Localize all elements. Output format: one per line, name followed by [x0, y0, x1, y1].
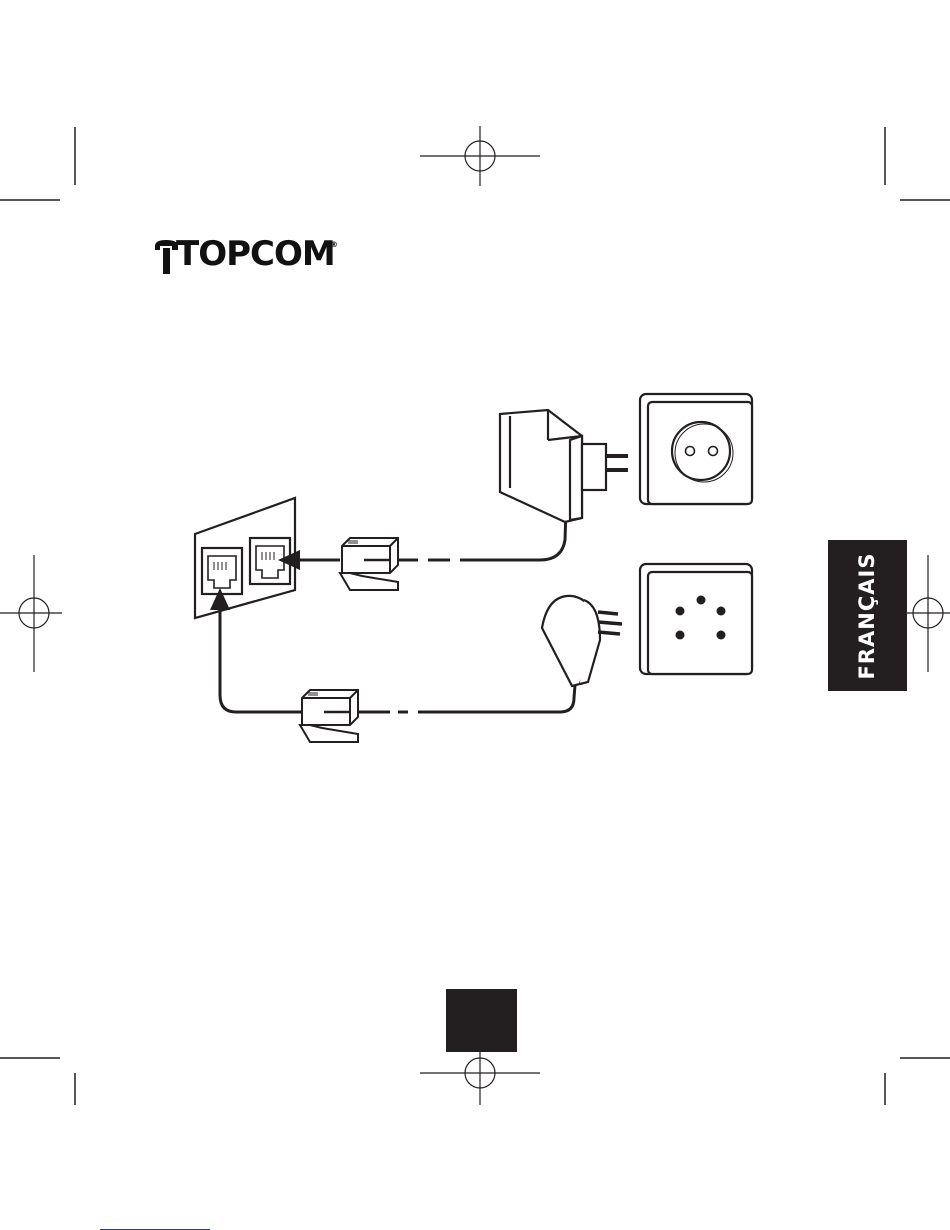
language-label: FRANÇAIS: [855, 553, 879, 680]
telephone-cable: [358, 685, 575, 712]
power-outlet-round: [640, 394, 752, 504]
power-cable: [398, 510, 566, 560]
footer-link[interactable]: [100, 1218, 210, 1230]
modular-plug-bottom: [300, 690, 358, 742]
power-adapter: [500, 410, 628, 522]
language-tab: FRANÇAIS: [828, 540, 907, 691]
telephone-plug: [542, 596, 622, 686]
telephone-wall-socket-5pin: [640, 564, 752, 674]
connection-arrow-icon: [210, 588, 302, 712]
wall-phone-jack-panel: [195, 498, 295, 618]
page-number-box: [446, 989, 517, 1052]
modular-plug-top: [340, 538, 398, 590]
